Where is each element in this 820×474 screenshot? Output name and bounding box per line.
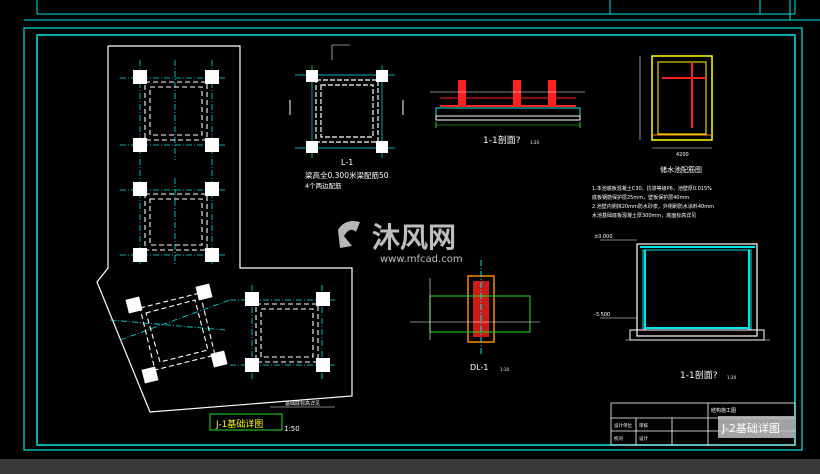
general-notes: 1.本池底板混凝土C30，抗渗等级P6，池壁厚0.015% 底板钢筋保护层25m… <box>592 185 714 219</box>
watermark-url: www.mfcad.com <box>380 254 463 265</box>
j1-title: J-1基础详图 <box>215 418 263 430</box>
section-11b-elev-top: ±0.000 <box>594 234 613 240</box>
watermark: 沐风网 www.mfcad.com <box>338 221 463 265</box>
l1-note-line2: 4个两边配筋 <box>305 181 342 190</box>
section-11b-detail <box>600 239 770 341</box>
j1-scale: 1:50 <box>284 425 300 433</box>
section-11b-elev-mid: -3.500 <box>594 312 610 318</box>
tb-label-5: 设计 <box>639 435 648 442</box>
l1-note-line1: 梁高全0.300米梁配筋50 <box>305 170 389 180</box>
tb-label-3: 审核 <box>639 422 648 429</box>
tb-label-2: 设计单位 <box>614 422 632 429</box>
section-11b-title: 1-1剖面? <box>680 369 718 381</box>
l1-beam-plan <box>289 44 404 158</box>
viewer-bottom-bar <box>0 459 820 474</box>
tb-title-badge <box>718 416 794 438</box>
sheet-outer-border <box>23 27 803 451</box>
tank-title: 储水池配筋图 <box>660 165 702 174</box>
dl1-scale: 1:10 <box>500 367 509 372</box>
watermark-brand: 沐风网 <box>372 221 456 254</box>
note-line-3: 2.池壁内侧抹20mm防水砂浆，外侧刷防水涂料40mm <box>592 203 714 210</box>
tank-detail <box>639 55 713 149</box>
tb-drawing-title: J-2基础详图 <box>721 421 780 435</box>
j1-note: 基础底标高详见 <box>285 400 320 407</box>
section-11-title: 1-1剖面? <box>483 134 521 146</box>
note-line-4: 水池基础底板混凝土厚300mm，底面标高详见 <box>592 212 696 219</box>
note-line-2: 底板钢筋保护层25mm，壁板保护层40mm <box>592 194 689 201</box>
tank-dim: 4200 <box>676 152 689 158</box>
top-sheet-border <box>36 0 796 20</box>
watermark-logo-icon <box>338 221 360 248</box>
tb-label-4: 校对 <box>614 435 623 442</box>
tb-label-1: 结构施工图 <box>711 407 736 414</box>
j1-foundation-plan <box>96 45 353 413</box>
note-line-1: 1.本池底板混凝土C30，抗渗等级P6，池壁厚0.015% <box>592 185 712 192</box>
section-11b-scale: 1:20 <box>727 375 736 380</box>
l1-tag: L-1 <box>341 158 353 167</box>
j1-title-box <box>209 413 283 431</box>
dl1-tag: DL-1 <box>470 363 488 372</box>
dl1-detail <box>410 260 540 355</box>
section-11-scale: 1:20 <box>530 140 539 145</box>
section-11-detail <box>430 80 585 128</box>
sheet-inner-border <box>36 34 796 446</box>
